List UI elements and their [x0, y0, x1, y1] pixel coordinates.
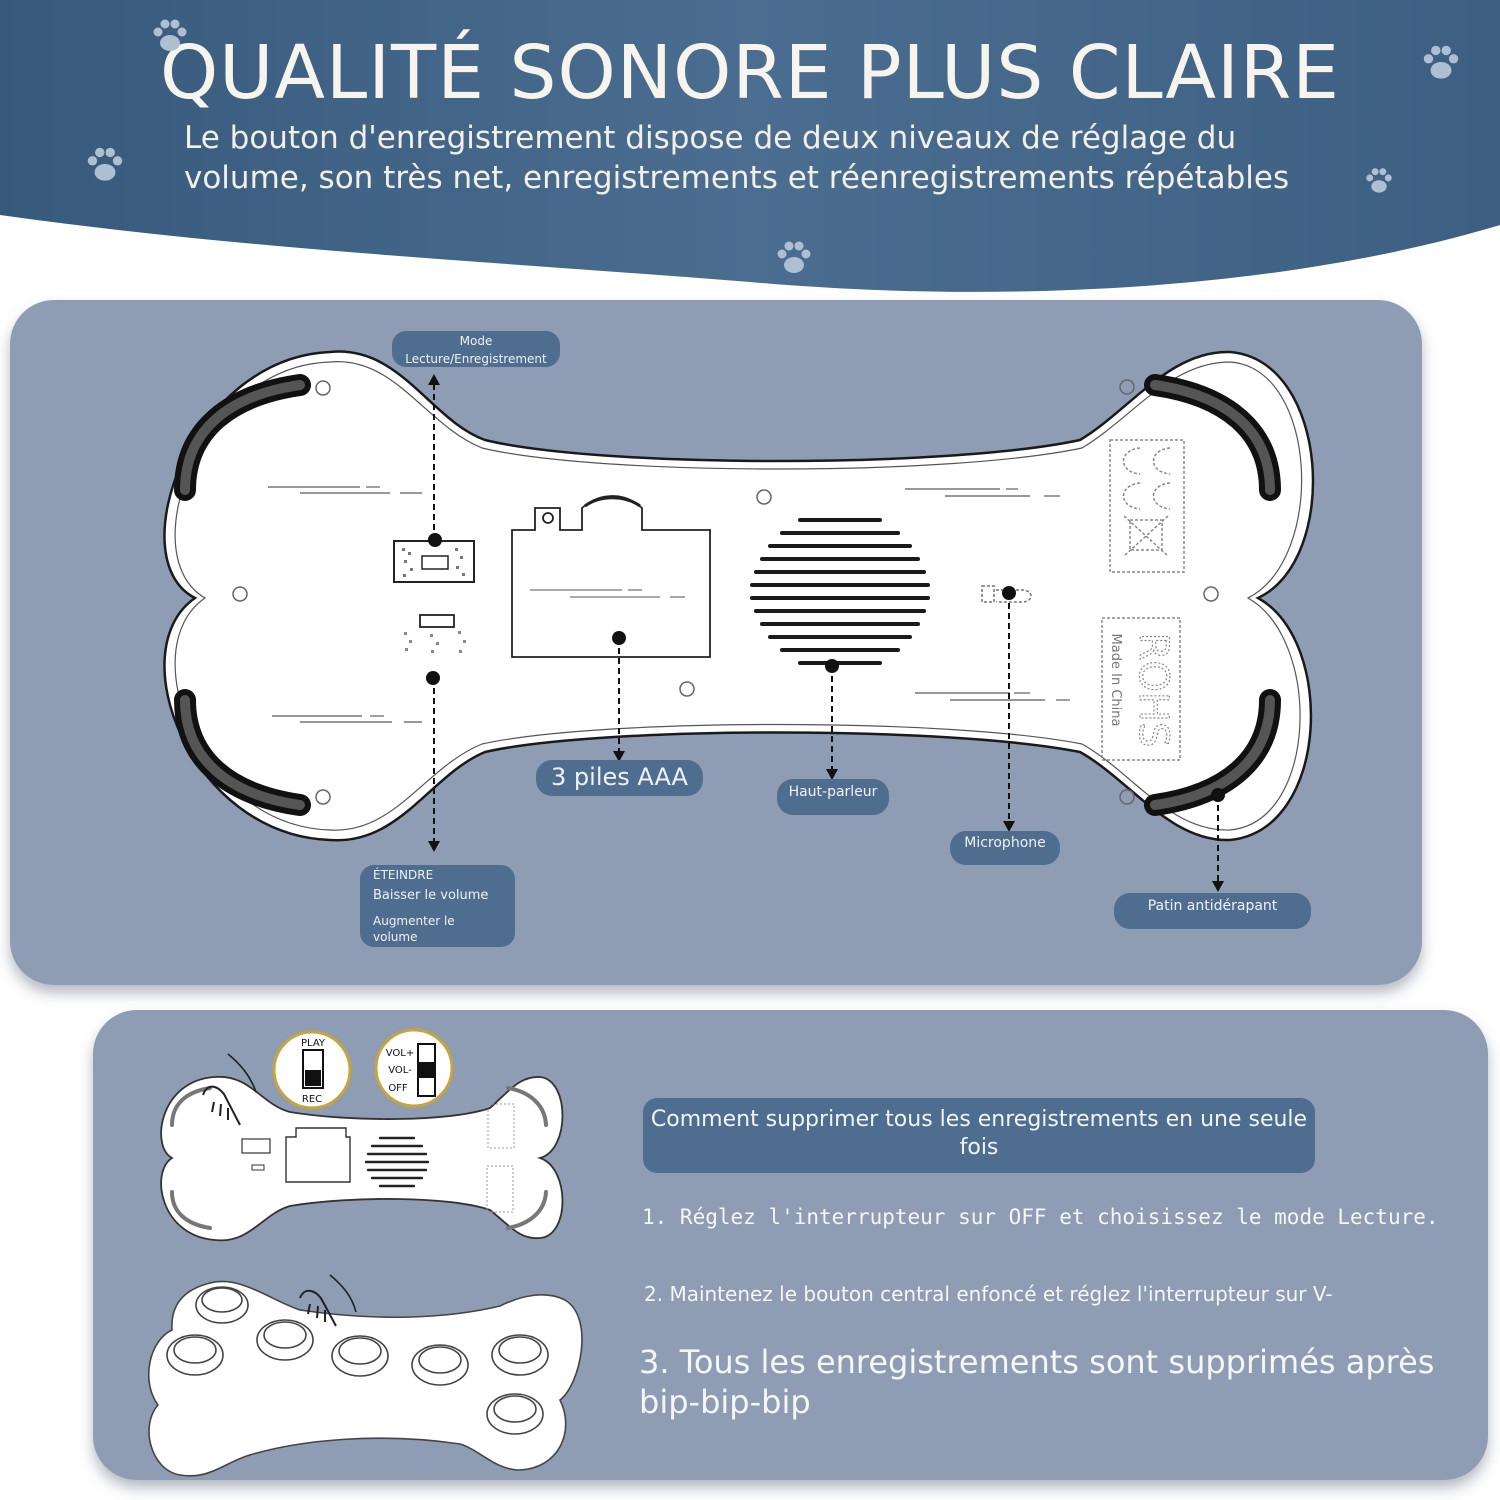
mode-switch — [393, 540, 475, 583]
label-batteries: 3 piles AAA — [536, 760, 703, 796]
paw-print-icon — [1423, 45, 1459, 79]
subtitle-line-2: volume, son très net, enregistrements et… — [184, 160, 1290, 196]
label-mode-line2: Lecture/Enregistrement — [405, 352, 547, 366]
howto-step-3: 3. Tous les enregistrements sont supprim… — [639, 1343, 1435, 1421]
made-in-mark: Made In China — [1108, 634, 1123, 727]
label-anti-slip: Patin antidérapant — [1114, 893, 1311, 929]
screw — [232, 379, 1219, 805]
header-banner — [0, 0, 1500, 292]
label-volume-up: Augmenter le volume — [373, 914, 455, 944]
howto-step-2: 2. Maintenez le bouton central enfoncé e… — [644, 1282, 1333, 1306]
device-bottom-diagram: ROHS Made In China — [163, 350, 1315, 892]
label-switch-off: ÉTEINDRE — [373, 868, 434, 882]
paw-print-icon — [153, 19, 187, 51]
page-title: QUALITÉ SONORE PLUS CLAIRE — [159, 30, 1341, 116]
leader-arrowheads — [428, 374, 1224, 892]
anti-slip-pad — [174, 374, 1281, 816]
mini-bone-outline — [160, 1076, 564, 1242]
battery-compartment — [511, 495, 711, 658]
mini-bone-top-view — [148, 1280, 583, 1477]
label-mode: Mode Lecture/Enregistrement — [392, 331, 560, 367]
paw-print-icon — [777, 241, 811, 273]
label-speaker: Haut-parleur — [777, 779, 889, 815]
sound-button — [166, 1286, 549, 1435]
label-mode-line1: Mode — [459, 334, 493, 348]
label-volume-switch: ÉTEINDRE Baisser le volume Augmenter le … — [360, 865, 515, 947]
volume-switch — [404, 614, 466, 653]
volume-switch-vol-up: VOL+ — [386, 1048, 415, 1059]
subtitle-line-1: Le bouton d'enregistrement dispose de de… — [184, 120, 1237, 156]
mode-switch-rec: REC — [302, 1094, 322, 1105]
howto-step-1: 1. Réglez l'interrupteur sur OFF et choi… — [642, 1205, 1439, 1229]
paw-print-icon — [87, 147, 123, 181]
volume-switch-vol-down: VOL- — [388, 1065, 412, 1076]
paw-print-icon — [1366, 168, 1392, 193]
hand-pointer-icon — [202, 1085, 241, 1126]
howto-illustration: PLAY REC VOL+ VOL- OFF — [148, 1028, 583, 1477]
leader-dots — [426, 533, 1225, 802]
page-subtitle: Le bouton d'enregistrement dispose de de… — [184, 118, 1384, 198]
howto-title: Comment supprimer tous les enregistremen… — [643, 1098, 1315, 1173]
mode-switch-play: PLAY — [301, 1038, 326, 1049]
label-microphone: Microphone — [950, 831, 1060, 865]
certification-marks — [1101, 439, 1185, 761]
hand-pointer-icon — [299, 1289, 337, 1327]
volume-switch-off: OFF — [388, 1083, 408, 1094]
label-volume-down: Baisser le volume — [373, 888, 489, 903]
speaker-grille — [750, 502, 930, 682]
microphone-hole — [981, 585, 1032, 603]
leader-lines — [433, 384, 1219, 882]
rohs-mark: ROHS — [1130, 633, 1176, 748]
